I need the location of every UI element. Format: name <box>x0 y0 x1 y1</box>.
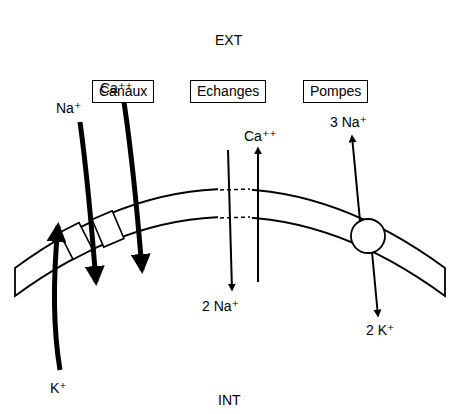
ion-label: K⁺ <box>50 380 67 396</box>
exchangers-box: Echanges <box>190 80 266 103</box>
box-title: Echanges <box>197 83 259 100</box>
ion-label: 2 K⁺ <box>366 322 394 338</box>
inside-label: INT <box>218 392 241 408</box>
outside-label: EXT <box>215 32 242 48</box>
box-title: Pompes <box>310 83 361 100</box>
ion-label: 3 Na⁺ <box>330 114 367 130</box>
ion-label: 2 Na⁺ <box>202 298 239 314</box>
pumps-box: Pompes <box>303 80 368 103</box>
ion-label: Ca⁺⁺ <box>100 80 133 96</box>
ion-label: Na⁺ <box>56 100 81 116</box>
ion-label: Ca⁺⁺ <box>244 128 277 144</box>
